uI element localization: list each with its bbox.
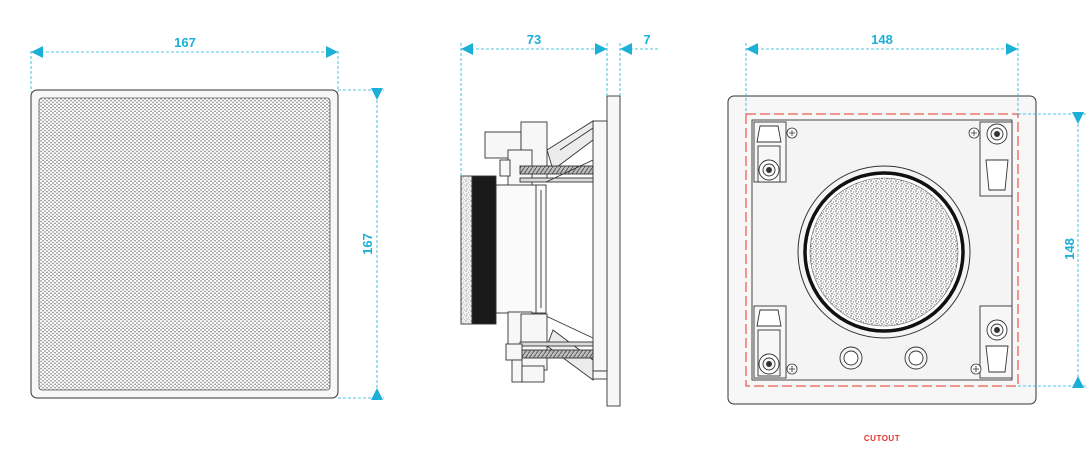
woofer-cone <box>809 177 959 327</box>
back-height-dimension: 148 <box>1018 112 1086 388</box>
screw-icon <box>970 363 982 375</box>
arrow-right-icon <box>1006 43 1018 55</box>
screw-icon <box>968 127 980 139</box>
side-view <box>460 95 621 407</box>
arrow-up-icon <box>1072 376 1084 388</box>
arrow-down-icon <box>371 88 383 100</box>
clamp-bottom-left <box>753 305 787 379</box>
magnet-foam <box>460 175 473 325</box>
terminal-right <box>904 346 928 370</box>
front-height-dimension: 167 <box>338 88 384 400</box>
screw-icon <box>786 363 798 375</box>
front-height-label: 167 <box>360 233 375 255</box>
clamp-top-left <box>753 121 787 183</box>
side-depth-dimension: 73 7 <box>460 32 660 176</box>
clamp-top-right <box>979 121 1013 197</box>
arrow-left-icon <box>620 43 632 55</box>
front-view <box>30 89 339 399</box>
back-view <box>727 95 1037 405</box>
front-width-dimension: 167 <box>30 35 339 92</box>
arrow-down-icon <box>1072 112 1084 124</box>
back-width-dimension: 148 <box>745 32 1019 114</box>
side-flange-label: 7 <box>643 32 650 47</box>
front-width-label: 167 <box>174 35 196 50</box>
arrow-left-icon <box>31 46 43 58</box>
arrow-left-icon <box>746 43 758 55</box>
woofer-ring <box>797 165 971 339</box>
back-width-label: 148 <box>871 32 893 47</box>
arrow-right-icon <box>326 46 338 58</box>
side-flange <box>606 95 621 407</box>
arrow-right-icon <box>595 43 607 55</box>
front-grille <box>38 97 331 391</box>
back-height-label: 148 <box>1062 238 1077 260</box>
terminal-left <box>839 346 863 370</box>
magnet-ring <box>471 175 497 325</box>
cutout-label: CUTOUT <box>864 434 900 443</box>
side-depth-label: 73 <box>527 32 541 47</box>
screw-icon <box>786 127 798 139</box>
arrow-up-icon <box>371 388 383 400</box>
arrow-left-icon <box>461 43 473 55</box>
upper-thread-rod <box>519 165 594 175</box>
lower-thread-rod <box>519 349 594 359</box>
clamp-bottom-right <box>979 305 1013 379</box>
cutout-outline <box>745 113 1019 387</box>
